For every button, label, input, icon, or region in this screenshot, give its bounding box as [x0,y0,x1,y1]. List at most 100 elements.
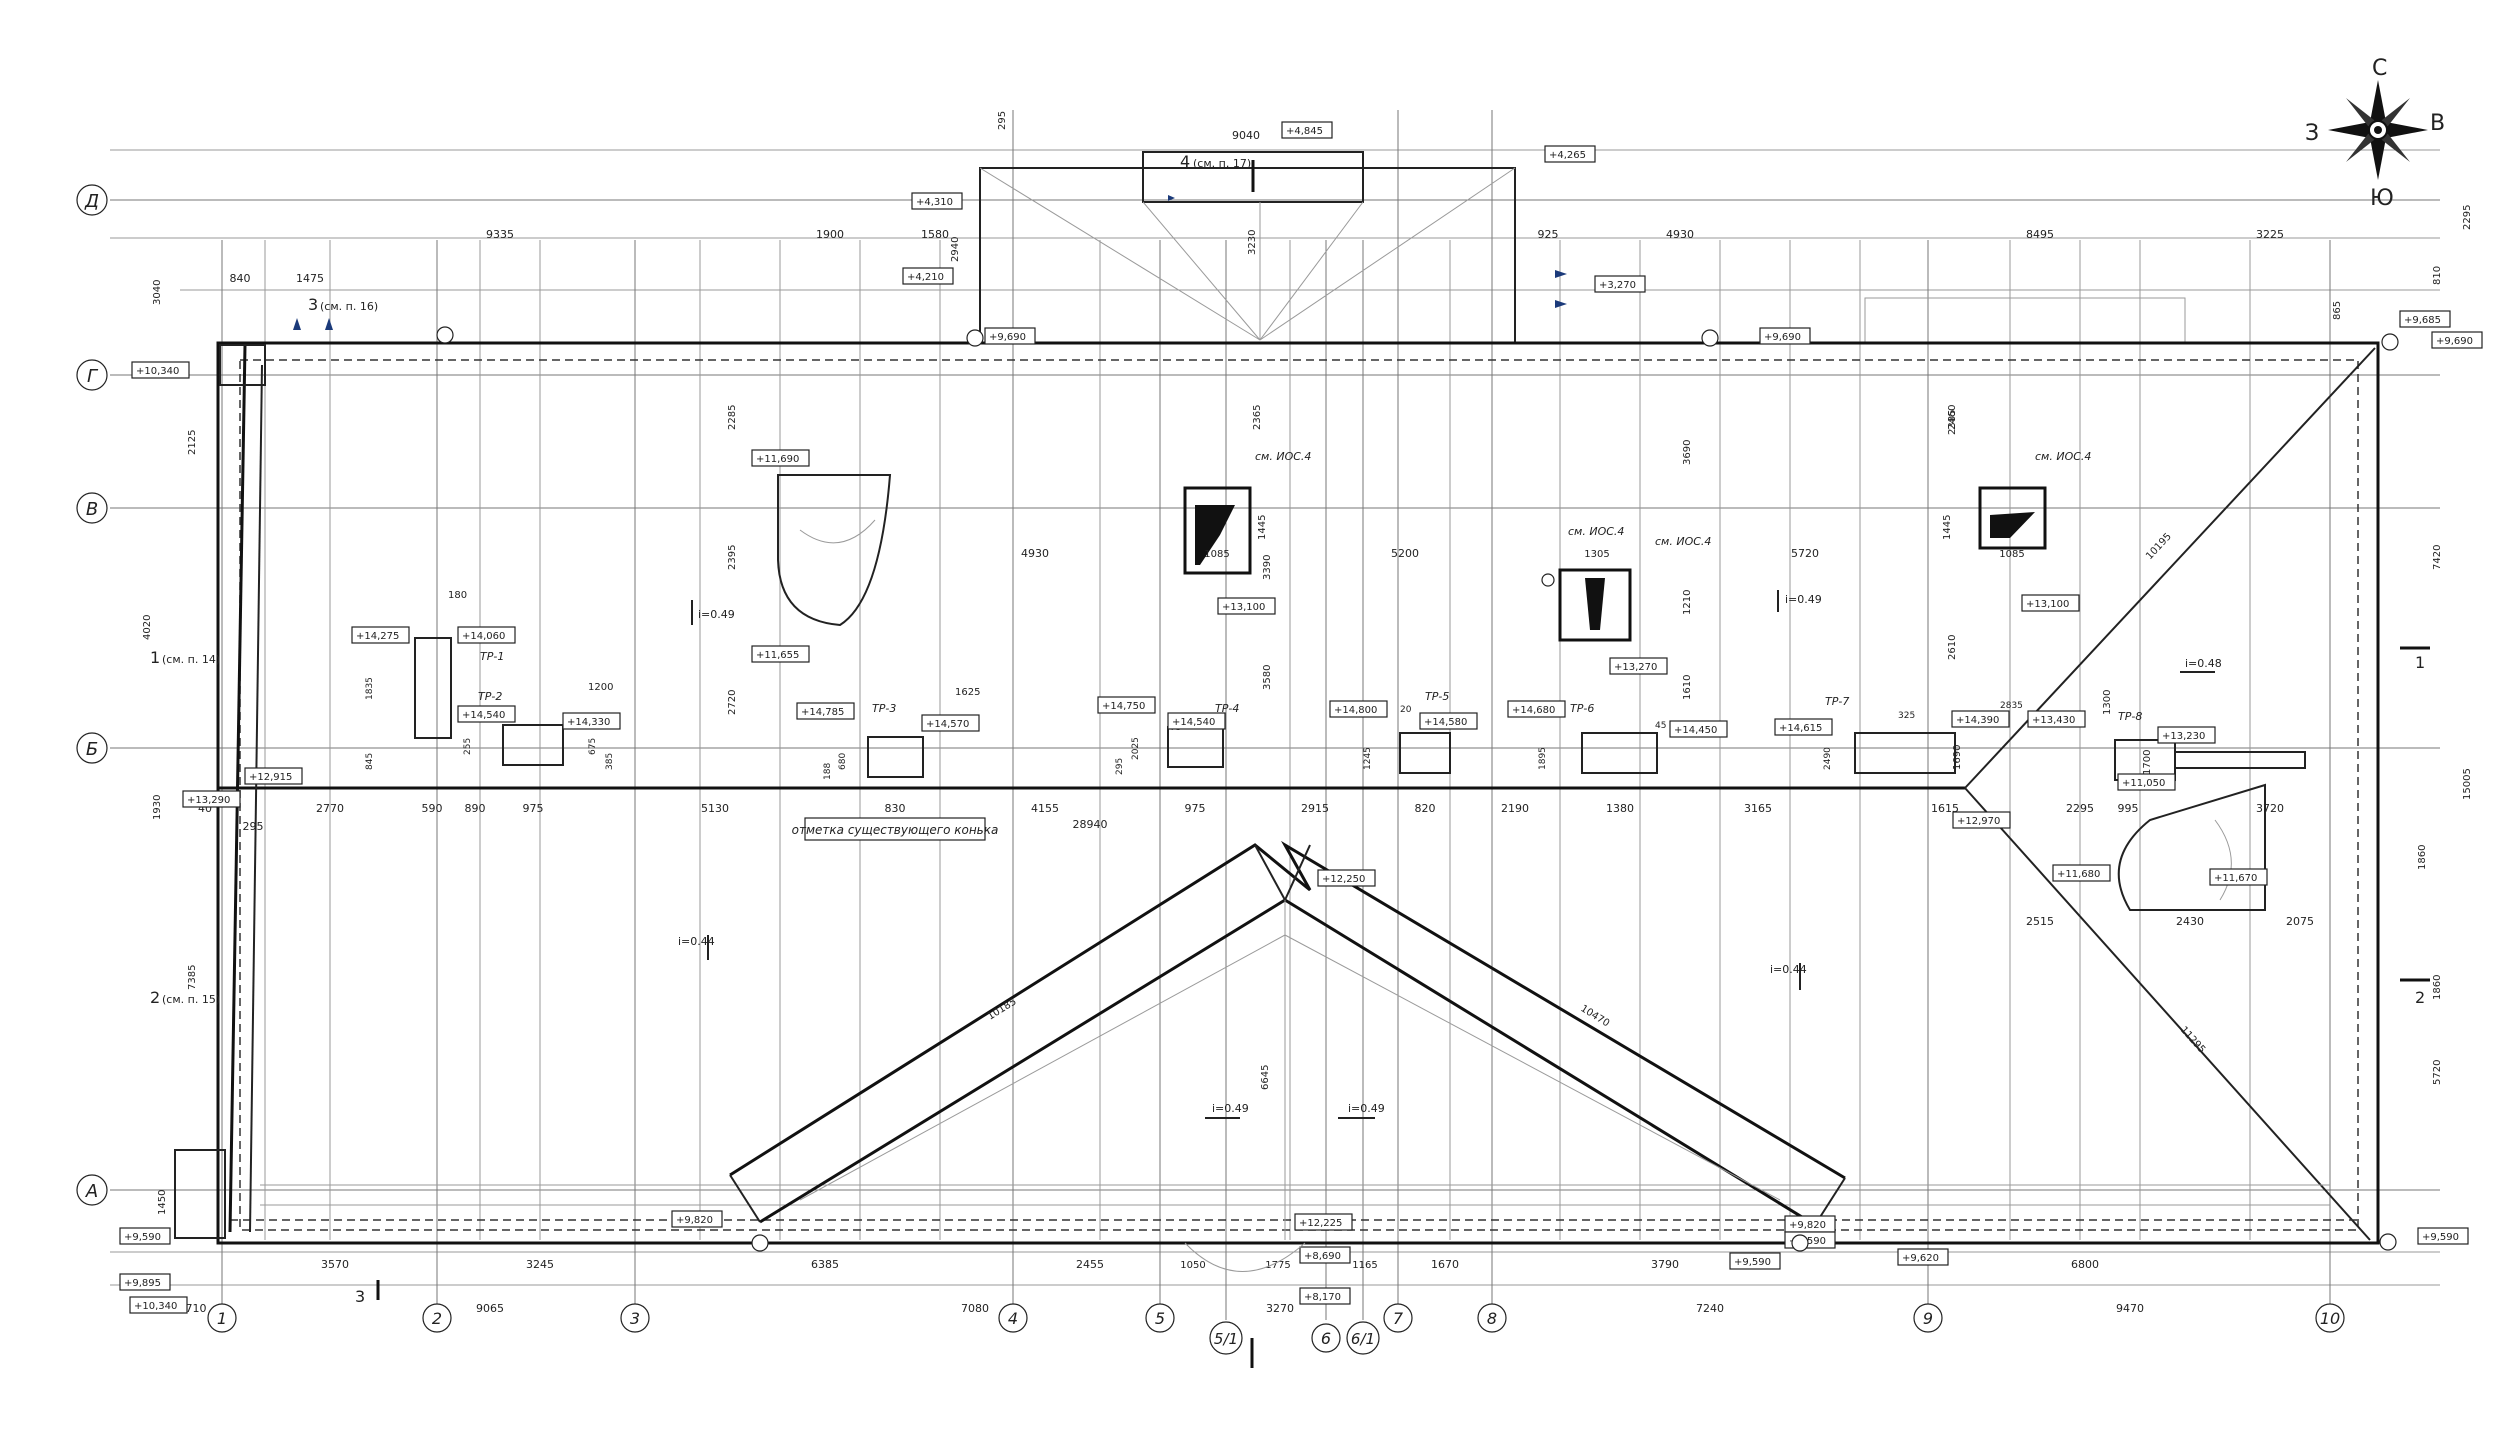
elevation-text: +13,100 [1222,602,1265,613]
elevation-mark: +14,580 [1419,712,1478,730]
dim-right-4: 1300 [2102,690,2113,715]
dim-right-2: 865 [2332,301,2343,320]
axis-col-4: 4 [1008,1309,1018,1328]
tr-7-label: ТР-7 [1825,695,1849,708]
elevation-mark: +9,590 [2417,1227,2469,1245]
dim-top-10: 295 [997,111,1008,130]
row-bubbles: Д Г В Б А [76,184,108,1206]
dim-ridge-2: 2770 [316,802,344,815]
slope-3: i=0.48 [2185,657,2222,670]
elevation-mark: +13,100 [2021,594,2080,612]
elevation-text: +13,100 [2026,599,2069,610]
elevation-text: +11,680 [2057,869,2100,880]
elevation-mark: +14,540 [457,705,516,723]
dim-bottom-1: 9065 [476,1302,504,1315]
dim-ridge-13: 1380 [1606,802,1634,815]
dim-mid-7: 3580 [1262,665,1273,690]
tr-1-dim: 180 [448,590,467,601]
ios-notes: см. ИОС.4 см. ИОС.4 см. ИОС.4 см. ИОС.4 [1255,450,2091,587]
elevation-text: +9,590 [1734,1257,1771,1268]
elevation-text: +14,615 [1779,723,1822,734]
dim-left-0: 3040 [152,280,163,305]
dim-right-1: 810 [2432,266,2443,285]
grid-cols [221,110,2331,1320]
dim-ridge-4: 890 [465,802,486,815]
dim-v-15: 2025 [1131,737,1141,760]
dim-right-11: 1700 [2142,750,2153,775]
dim-right-10: 1690 [1952,745,1963,770]
elevation-text: +9,685 [2404,315,2441,326]
elevation-text: +4,265 [1549,150,1586,161]
dim-lower-2: 6385 [811,1258,839,1271]
elevation-mark: +4,310 [911,192,963,210]
dim-bottom-0: 710 [186,1302,207,1315]
dim-top-2: 9335 [486,228,514,241]
tr-7-dim: 325 [1898,711,1915,721]
elevation-text: +14,680 [1512,705,1555,716]
left-dim-texts: 3040 2125 4020 1930 7385 1860 1450 [142,280,2428,1215]
compass-west: З [2305,121,2319,146]
elevation-mark: +11,670 [2209,868,2268,886]
right-dim-texts: 2295 810 865 7420 1300 1860 5720 15005 2… [1947,205,2473,1085]
elevation-text: +4,210 [907,272,944,283]
dim-ridge-15: 1615 [1931,802,1959,815]
section-2-label: 2 [150,988,160,1007]
dim-mid-10: 1210 [1682,590,1693,615]
elevation-mark: +3,270 [1594,275,1646,293]
dim-ridge-10: 2915 [1301,802,1329,815]
elevation-text: +9,590 [124,1232,161,1243]
dim-v-4: 2460 [1947,405,1958,430]
tr-4-label: ТР-4 [1215,702,1239,715]
dim-v-13: 680 [838,753,848,770]
elevation-mark: +12,225 [1294,1213,1353,1231]
tr-2-dim: 1200 [588,682,613,693]
elevation-mark: +13,290 [182,790,241,808]
elevation-text: +12,225 [1299,1218,1342,1229]
dim-ridge-18: 3720 [2256,802,2284,815]
elevation-text: +9,895 [124,1278,161,1289]
dim-top-4: 1580 [921,228,949,241]
dim-mid-3: 1085 [1204,549,1229,560]
compass-east: В [2430,111,2445,136]
slope-6: i=0.49 [1212,1102,1249,1115]
dim-bottom-4: 7240 [1696,1302,1724,1315]
elevation-mark: +14,390 [1951,710,2010,728]
dim-ridge-17: 995 [2118,802,2139,815]
slope-5: i=0.44 [1770,963,1807,976]
section-3-label: 3 [308,295,318,314]
elevation-mark: +8,170 [1299,1287,1351,1305]
elevation-text: +14,540 [1172,717,1215,728]
elevation-mark: +9,590 [1729,1252,1781,1270]
axis-col-8: 8 [1487,1309,1497,1328]
elevation-text: +14,570 [926,719,969,730]
dim-mid-5: 1085 [1999,549,2024,560]
compass-south: Ю [2370,186,2394,211]
elevation-text: +3,270 [1599,280,1636,291]
tr-6-dim: 45 [1655,721,1666,731]
section-4-label: 4 [1180,152,1190,171]
elevation-mark: +14,680 [1507,700,1566,718]
elevation-mark: +9,620 [1897,1248,1949,1266]
elevation-text: +11,670 [2214,873,2257,884]
elevation-marks: +4,845 +4,265 +4,310 +4,210 +3,270 +9,690 +9,6… [119,121,2483,1314]
elevation-mark: +9,690 [984,327,1036,345]
dim-left-4: 7385 [187,965,198,990]
bottom-dim-texts: 710 9065 7080 3270 7240 9470 [186,1302,2145,1315]
dim-right-3: 7420 [2432,545,2443,570]
elevation-mark: +14,330 [562,712,621,730]
dim-mid-6: 3390 [1262,555,1273,580]
elevation-mark: +4,845 [1281,121,1333,139]
slope-4: i=0.44 [678,935,715,948]
elevation-mark: +9,820 [671,1210,723,1228]
elevation-mark: +10,340 [131,361,190,379]
ios-note-1: см. ИОС.4 [1255,450,1311,463]
tr-5-label: ТР-5 [1425,690,1449,703]
elevation-mark: +9,690 [1759,327,1811,345]
tr-3-label: ТР-3 [872,702,896,715]
dim-top-7: 8495 [2026,228,2054,241]
dim-v-0: 2285 [727,405,738,430]
elevation-text: +8,690 [1304,1251,1341,1262]
dim-ridge-20: 2515 [2026,915,2054,928]
top-dim-texts: 840 1475 9335 1900 1580 925 4930 8495 32… [230,111,2285,285]
dim-lower-1: 3245 [526,1258,554,1271]
